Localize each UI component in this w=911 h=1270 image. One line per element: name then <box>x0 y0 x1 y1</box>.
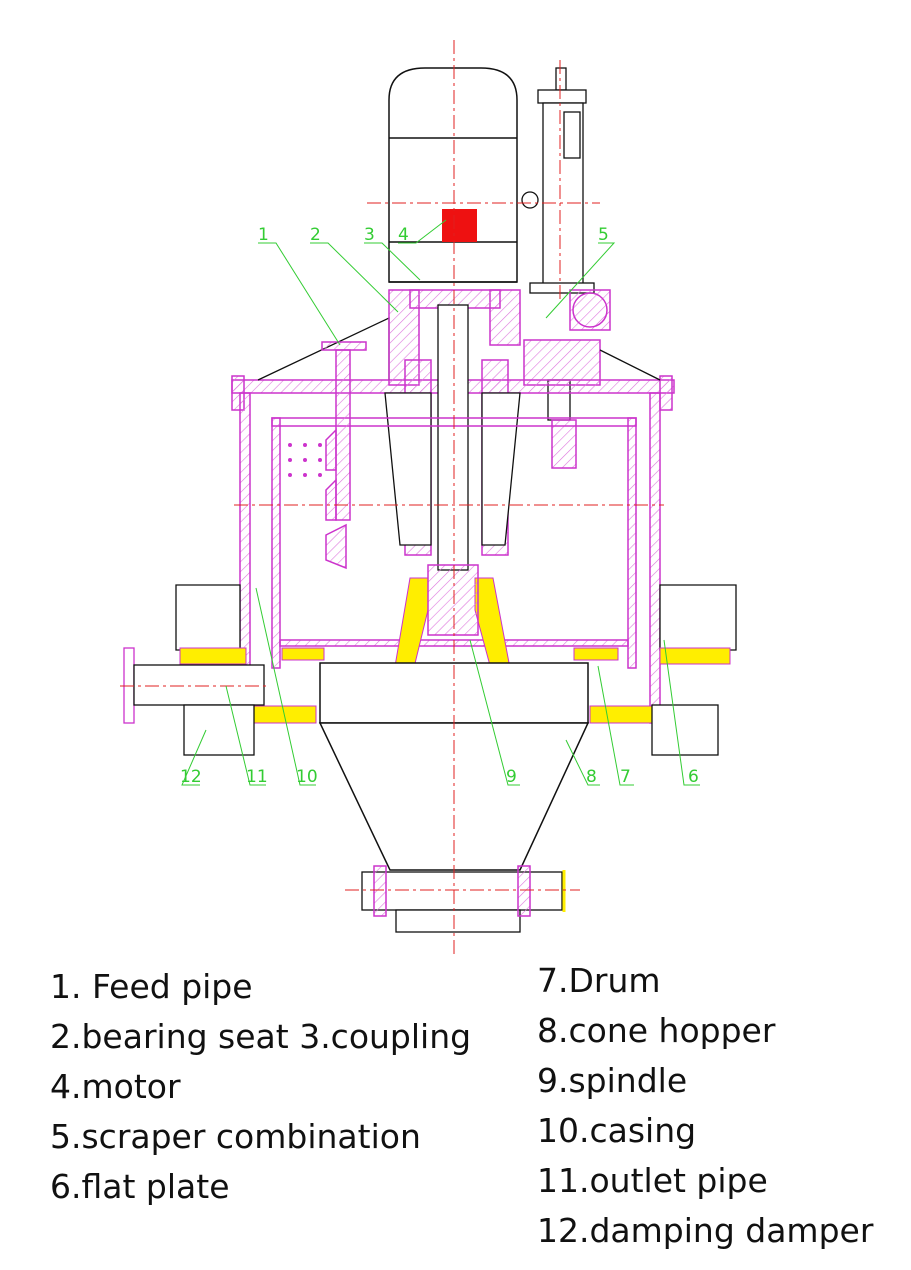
callout-labels: 1 2 3 4 5 6 7 8 9 10 11 12 <box>180 225 699 787</box>
callout-7: 7 <box>620 767 631 787</box>
callout-12: 12 <box>180 767 202 787</box>
callout-5: 5 <box>598 225 609 245</box>
centerlines <box>120 40 664 955</box>
motor-red-mark <box>442 209 477 242</box>
leader-lines <box>181 219 700 786</box>
callout-8: 8 <box>586 767 597 787</box>
callout-4: 4 <box>398 225 409 245</box>
legend-item: 8.cone hopper <box>537 1011 776 1050</box>
right-support <box>651 704 719 756</box>
legend-item: 6.flat plate <box>50 1167 230 1206</box>
bottom-outlet <box>361 871 563 933</box>
callout-2: 2 <box>310 225 321 245</box>
bottom-flanges <box>373 865 531 917</box>
callout-11: 11 <box>246 767 268 787</box>
legend-item: 11.outlet pipe <box>537 1161 768 1200</box>
scraper-flange <box>523 289 611 469</box>
side-hoppers <box>175 584 737 651</box>
yellow-dampers <box>179 577 731 724</box>
cone-housing <box>384 304 521 571</box>
spindle <box>427 564 479 636</box>
motor <box>388 67 518 283</box>
callout-1: 1 <box>258 225 269 245</box>
legend-item: 7.Drum <box>537 961 661 1000</box>
callout-9: 9 <box>506 767 517 787</box>
callout-10: 10 <box>296 767 318 787</box>
centrifuge-cross-section-drawing: 1 2 3 4 5 6 7 8 9 10 11 12 <box>120 40 737 955</box>
drum-holes <box>288 443 322 477</box>
legend-item: 5.scraper combination <box>50 1117 421 1156</box>
legend-item: 12.damping damper <box>537 1211 874 1250</box>
legend-item: 9.spindle <box>537 1061 688 1100</box>
legend-item: 10.casing <box>537 1111 697 1150</box>
scraper-column <box>521 67 595 421</box>
callout-3: 3 <box>364 225 375 245</box>
outlet-pipe <box>123 647 265 756</box>
legend-item: 4.motor <box>50 1067 181 1106</box>
legend-item: 1. Feed pipe <box>50 967 253 1006</box>
feed-pipe <box>321 341 367 570</box>
legend-item: 2.bearing seat 3.coupling <box>50 1017 472 1056</box>
callout-6: 6 <box>688 767 699 787</box>
